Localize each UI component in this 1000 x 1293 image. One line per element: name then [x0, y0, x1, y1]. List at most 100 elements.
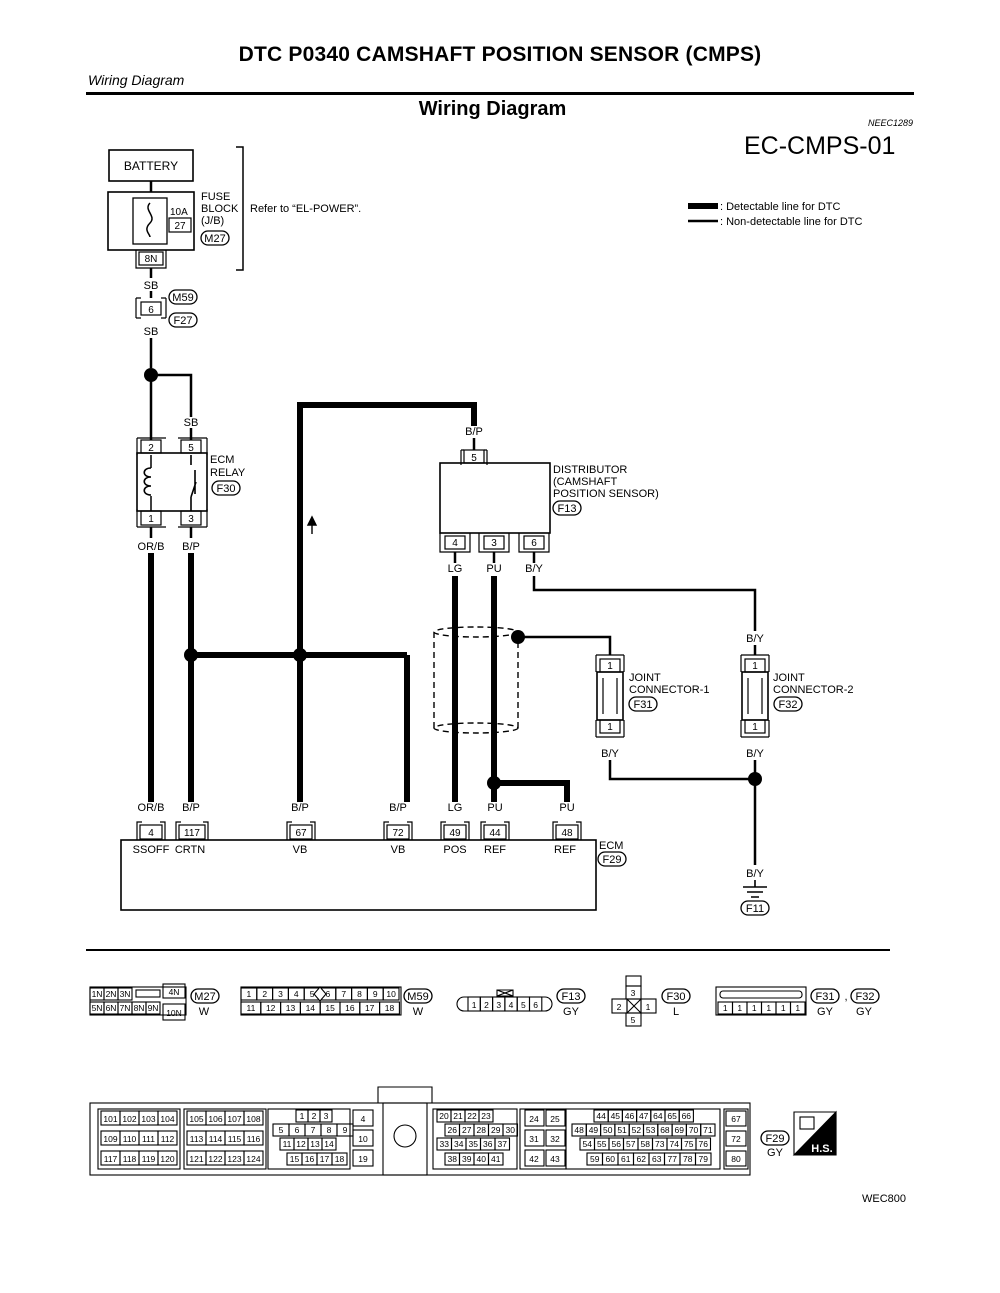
ecm-g4-pin: 60	[606, 1154, 616, 1164]
ecm-e1-pin: 22	[467, 1111, 477, 1121]
f30-pin-1: 1	[646, 1002, 651, 1012]
ecm-d-cell	[352, 1129, 374, 1147]
f30-x-icon	[626, 998, 642, 1014]
ecm-c2-pin: 9	[343, 1125, 348, 1135]
ecm-c4-cell	[331, 1152, 348, 1166]
tag-f27: F27	[174, 315, 193, 327]
m59-top-pin: 4	[294, 989, 299, 999]
legend-detectable-text: : Detectable line for DTC	[720, 201, 840, 213]
relay-pin2-box	[140, 439, 162, 454]
ecm-pin-48: 48	[561, 828, 573, 839]
ecm-g4-pin: 79	[699, 1154, 709, 1164]
m27-4n-cell	[162, 983, 186, 999]
tag-f27-frame	[168, 312, 198, 328]
distributor-line2: (CAMSHAFT	[553, 476, 617, 488]
ecm-f1-cell	[524, 1149, 545, 1167]
m27-top-pin: 2N	[106, 989, 117, 999]
ecm-wire-pu-2: PU	[559, 802, 574, 814]
ecm-g4-pin: 78	[683, 1154, 693, 1164]
ecm-c1-pin: 2	[312, 1111, 317, 1121]
m59-top-pin: 3	[278, 989, 283, 999]
f31-pin: 1	[781, 1003, 786, 1013]
ecm-d-pin: 4	[361, 1114, 366, 1124]
m27-lock-icon	[135, 989, 161, 998]
distributor-line1: DISTRIBUTOR	[553, 464, 627, 476]
ecm-b1-pin: 107	[227, 1114, 241, 1124]
tag-face-f29: F29	[766, 1133, 785, 1145]
ecm-e3-pin: 37	[498, 1139, 508, 1149]
tag-face-f29-frame	[760, 1130, 790, 1146]
ecm-g2-pin: 50	[603, 1125, 613, 1135]
distributor-line3: POSITION SENSOR)	[553, 488, 659, 500]
m59-bot-pin: 13	[286, 1003, 296, 1013]
ecm-a3-pin: 120	[160, 1154, 174, 1164]
ecm-c4-pin: 18	[335, 1154, 345, 1164]
f13-pin: 5	[521, 1000, 526, 1010]
m27-bot-pin: 6N	[106, 1003, 117, 1013]
ecm-b1-pin: 105	[189, 1114, 203, 1124]
tag-face-f30: F30	[667, 991, 686, 1003]
tag-face-f30-frame	[661, 988, 691, 1004]
m27-10n-cell	[162, 1003, 186, 1021]
ecm-relay-line1: ECM	[210, 454, 234, 466]
ecm-g4-pin: 59	[590, 1154, 600, 1164]
ecm-e3-pin: 33	[440, 1139, 450, 1149]
dist-pin5-box	[463, 449, 485, 464]
ecm-term-ref-1: REF	[484, 844, 506, 856]
ecm-relay-line2: RELAY	[210, 467, 246, 479]
wire-by-jc2	[532, 552, 757, 631]
tag-face-m59: M59	[407, 991, 428, 1003]
connector-m59-bracket	[135, 297, 167, 319]
relay-coil-icon	[143, 467, 152, 496]
ecm-e4-pin: 40	[477, 1154, 487, 1164]
battery-label: BATTERY	[124, 159, 178, 173]
f30-cell-1	[640, 998, 657, 1014]
m27-bot-pin: 5N	[92, 1003, 103, 1013]
fuse-number: 27	[174, 221, 186, 232]
ecm-block-6	[723, 1108, 749, 1170]
m59-top-pin: 10	[386, 989, 396, 999]
ecm-f1-cell	[524, 1109, 545, 1127]
ecm-a3-cell	[157, 1150, 178, 1166]
shield-bottom	[433, 722, 519, 734]
ecm-f1-cell	[524, 1129, 545, 1147]
f30-color-l: L	[673, 1006, 679, 1018]
hs-badge-fill	[792, 1110, 837, 1156]
f13-pin: 6	[533, 1000, 538, 1010]
f31-pin: 1	[766, 1003, 771, 1013]
tag-face-f13: F13	[562, 991, 581, 1003]
ecm-block-5	[565, 1108, 721, 1170]
relay-pin5-label: 5	[188, 443, 194, 454]
tag-m59: M59	[172, 292, 193, 304]
tag-m27-frame	[200, 230, 230, 246]
ecm-g2-pin: 51	[617, 1125, 627, 1135]
ecm-c1-pin: 1	[300, 1111, 305, 1121]
m59-bot-pin: 17	[365, 1003, 375, 1013]
legend-non-detectable-text: : Non-detectable line for DTC	[720, 216, 863, 228]
wire-by-label-ground: B/Y	[746, 868, 764, 880]
ecm-g1-pin: 47	[639, 1111, 649, 1121]
m27-bot-pin: 9N	[148, 1003, 159, 1013]
m27-bot-pin: 8N	[134, 1003, 145, 1013]
dist-pin4-label: 4	[452, 538, 458, 549]
wire-jc1-ground	[608, 760, 755, 781]
tag-f31-frame	[628, 696, 658, 712]
ecm-g3-pin: 55	[597, 1139, 607, 1149]
ecm-g4-cell	[694, 1152, 712, 1166]
ecm-f2-pin: 32	[550, 1134, 560, 1144]
ecm-e1-pin: 23	[481, 1111, 491, 1121]
arrow-up-icon	[306, 515, 318, 534]
f31-color-gy: GY	[817, 1006, 834, 1018]
ecm-b1-cell	[243, 1110, 264, 1126]
ecm-g3-cell	[695, 1137, 712, 1151]
wire-lg-label: LG	[448, 563, 463, 575]
wire-sb-label-1: SB	[144, 280, 159, 292]
ecm-e4-pin: 41	[491, 1154, 501, 1164]
dist-top-bracket	[460, 449, 488, 465]
ecm-e1-cell	[478, 1109, 494, 1123]
ecm-a2-pin: 110	[123, 1134, 137, 1144]
wire-shield-jc1	[518, 635, 612, 655]
f13-pin: 4	[509, 1000, 514, 1010]
ecm-g4-pin: 77	[668, 1154, 678, 1164]
f31-pin: 1	[795, 1003, 800, 1013]
